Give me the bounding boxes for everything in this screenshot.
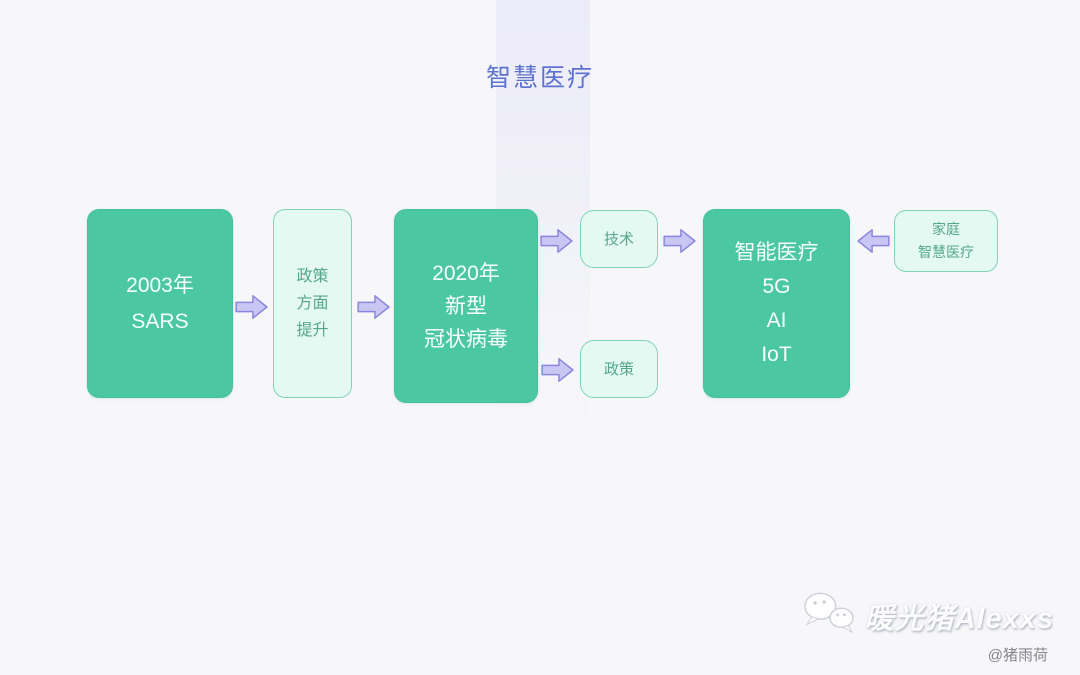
node-line: 方面 bbox=[296, 295, 329, 312]
arrow-right-icon bbox=[663, 229, 696, 253]
node-line: IoT bbox=[761, 342, 792, 366]
watermark-handle: @猪雨荷 bbox=[987, 647, 1048, 664]
watermark: 暖光猪Alexxs @猪雨荷 bbox=[798, 588, 1054, 665]
node-line: 2003年 bbox=[126, 273, 194, 297]
node-smart-medical: 智能医疗 5G AI IoT bbox=[703, 209, 850, 398]
arrow-right-icon bbox=[357, 295, 390, 319]
node-policy-boost: 政策 方面 提升 bbox=[273, 209, 352, 398]
node-line: SARS bbox=[131, 309, 189, 333]
node-tech: 技术 bbox=[580, 210, 658, 268]
node-line: 智能医疗 bbox=[734, 240, 819, 264]
arrow-homesmart-to-smartmedical bbox=[856, 227, 890, 255]
arrow-left-icon bbox=[857, 229, 890, 253]
node-line: 政策 bbox=[296, 268, 329, 285]
node-2003-sars: 2003年 SARS bbox=[87, 209, 233, 398]
arrow-covid-to-tech bbox=[540, 227, 574, 255]
arrow-sars-to-policyboost bbox=[235, 293, 269, 321]
node-line: AI bbox=[766, 308, 787, 332]
node-home-smart-healthcare: 家庭 智慧医疗 bbox=[894, 210, 998, 272]
node-line: 冠状病毒 bbox=[424, 327, 508, 351]
node-line: 家庭 bbox=[932, 221, 960, 237]
wechat-chat-bubbles-icon bbox=[798, 588, 860, 643]
node-line: 新型 bbox=[445, 294, 487, 318]
page-title: 智慧医疗 bbox=[485, 64, 594, 92]
arrow-right-icon bbox=[235, 295, 268, 319]
node-label: 技术 bbox=[603, 230, 634, 248]
node-line: 提升 bbox=[296, 322, 329, 339]
node-2020-covid: 2020年 新型 冠状病毒 bbox=[394, 209, 538, 403]
watermark-author: 暖光猪Alexxs bbox=[864, 602, 1054, 635]
node-line: 2020年 bbox=[432, 261, 500, 285]
arrow-covid-to-policy bbox=[541, 356, 575, 384]
arrow-tech-to-smartmedical bbox=[663, 227, 697, 255]
arrow-right-icon bbox=[540, 229, 573, 253]
node-policy: 政策 bbox=[580, 340, 658, 398]
arrow-right-icon bbox=[541, 358, 574, 382]
arrow-policyboost-to-covid bbox=[357, 293, 391, 321]
node-line: 5G bbox=[762, 274, 791, 298]
node-line: 智慧医疗 bbox=[918, 244, 974, 260]
node-label: 政策 bbox=[603, 360, 634, 378]
